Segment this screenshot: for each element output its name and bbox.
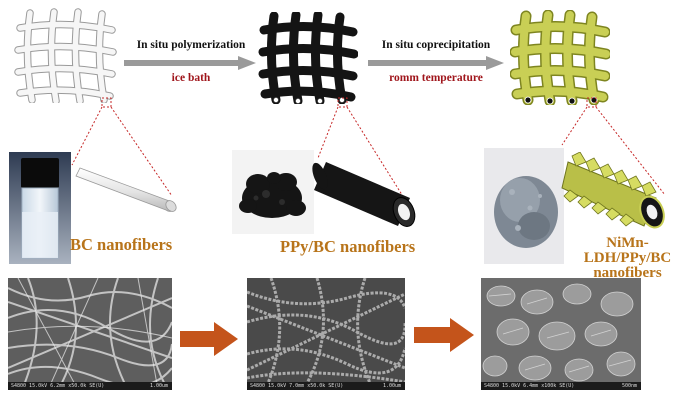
ppy-bc-sem-texture (247, 278, 405, 390)
bc-sem-texture (8, 278, 172, 390)
ldh-ppy-bc-mesh-illustration (510, 10, 610, 105)
bc-vial-photo (9, 152, 71, 264)
ldh-ppy-bc-sem-image: S4800 15.0kV 6.4mm x100k SE(U) 500nm (481, 278, 641, 390)
zoom-callouts (71, 97, 666, 199)
ldh-ppy-bc-sem-scale: 500nm (621, 383, 637, 389)
ppy-bc-sem-scale: 1.00um (382, 383, 401, 389)
ldh-ppy-bc-nanofibers-label: NiMn-LDH/PPy/BC nanofibers (565, 236, 690, 281)
bc-single-fiber (75, 167, 177, 212)
bc-nanofibers-label: BC nanofibers (70, 235, 173, 254)
ppy-powder-photo (232, 150, 314, 234)
sem-arrow-1 (180, 322, 238, 356)
bc-sem-info: S4800 15.0kV 6.2mm x50.0k SE(U) (11, 383, 105, 389)
ppy-bc-single-fiber (312, 162, 416, 227)
ldh-powder-photo (484, 148, 564, 264)
bc-sem-scale: 1.00um (149, 383, 168, 389)
ldh-ppy-bc-sem-info: S4800 15.0kV 6.4mm x100k SE(U) (484, 383, 575, 389)
step1-method: In situ polymerization (136, 39, 246, 51)
ppy-bc-sem-info: S4800 15.0kV 7.0mm x50.0k SE(U) (250, 383, 344, 389)
ppy-bc-mesh-illustration (258, 12, 358, 104)
ppy-bc-sem-image: S4800 15.0kV 7.0mm x50.0k SE(U) 1.00um (247, 278, 405, 390)
step2-method: In situ coprecipitation (381, 39, 491, 51)
bc-sem-image: S4800 15.0kV 6.2mm x50.0k SE(U) 1.00um (8, 278, 172, 390)
step1-arrow (124, 56, 256, 70)
ldh-label-line1: NiMn-LDH/PPy/BC (583, 235, 672, 266)
ldh-label-line2: nanofibers (593, 265, 662, 281)
step1-condition: ice bath (171, 72, 211, 84)
sem-arrow-2 (414, 318, 474, 352)
ldh-ppy-bc-single-fiber (561, 152, 665, 229)
step2-condition: romm temperature (389, 72, 483, 84)
bc-mesh-illustration (14, 8, 117, 103)
ppy-bc-nanofibers-label: PPy/BC nanofibers (280, 237, 416, 256)
step2-arrow (368, 56, 504, 70)
ldh-ppy-bc-sem-texture (481, 278, 641, 390)
